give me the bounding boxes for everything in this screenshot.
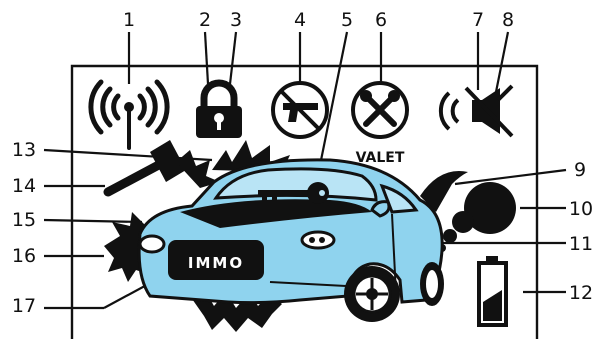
wheel-rear [420, 262, 444, 306]
callout-10: 10 [569, 198, 593, 220]
speaker-mute-icon [441, 86, 512, 136]
headlight-left [140, 236, 164, 252]
padlock-icon [196, 83, 242, 138]
callout-9: 9 [574, 159, 586, 181]
valet-label: VALET [356, 150, 405, 166]
callout-11: 11 [569, 233, 593, 255]
callout-6: 6 [375, 9, 387, 31]
callout-2: 2 [199, 9, 211, 31]
callout-7: 7 [472, 9, 484, 31]
callout-3: 3 [230, 9, 242, 31]
callout-15: 15 [12, 209, 36, 231]
callout-12: 12 [569, 282, 593, 304]
gun-prohibited-icon [273, 83, 327, 137]
callout-5: 5 [341, 9, 353, 31]
callout-13: 13 [12, 139, 36, 161]
callout-17: 17 [12, 295, 36, 317]
immo-label: IMMO [188, 254, 244, 272]
callout-16: 16 [12, 245, 36, 267]
callout-4: 4 [294, 9, 306, 31]
callout-14: 14 [12, 175, 36, 197]
wheel-front [344, 266, 400, 322]
valet-tools-icon [353, 83, 407, 137]
headlight-right [302, 232, 334, 248]
callout-8: 8 [502, 9, 514, 31]
antenna-signal-icon [91, 82, 167, 148]
hammer-shock-icon [108, 140, 220, 192]
battery-low-icon [479, 256, 506, 325]
callout-1: 1 [123, 9, 135, 31]
